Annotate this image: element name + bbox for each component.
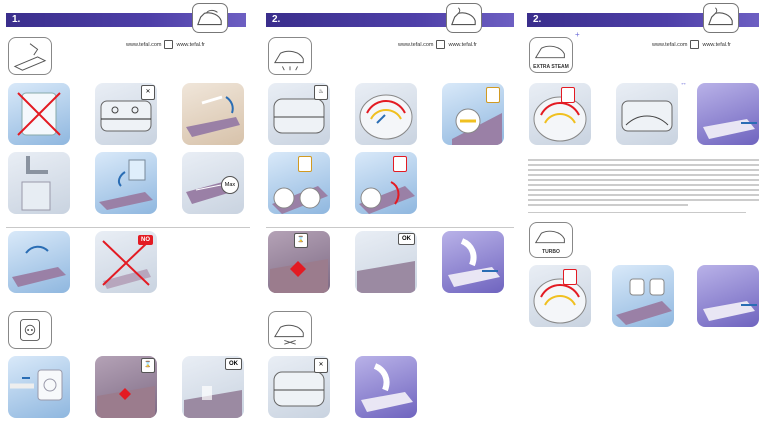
divider <box>266 227 514 228</box>
section-2: 2. www.tefal.com www.tefal.fr ♨ ⌛ OK <box>266 0 514 426</box>
thermometer-icon <box>561 87 575 103</box>
multilingual-notes <box>528 158 759 210</box>
tile-ironing <box>442 231 504 293</box>
tile-steam-dial: ♨ <box>268 83 330 145</box>
tile-no-steam-dial: ✕ <box>268 356 330 418</box>
arrows-icon: ↔ <box>680 80 687 87</box>
iron-icon <box>192 3 228 33</box>
tile-no-tap-water <box>8 83 70 145</box>
download-icon <box>436 40 445 49</box>
hourglass-badge: ⌛ <box>141 358 155 373</box>
extra-steam-label: EXTRA STEAM <box>530 64 572 70</box>
divider <box>6 227 250 228</box>
star-icon: + <box>575 30 580 39</box>
tile-temp-low <box>442 83 504 145</box>
web-link-right[interactable]: www.tefal.fr <box>448 42 476 48</box>
tile-ready: OK <box>182 356 244 418</box>
web-link-left[interactable]: www.tefal.com <box>652 42 687 48</box>
tile-temp-dial <box>355 83 417 145</box>
no-badge: NO <box>138 235 153 245</box>
max-level-badge: Max <box>221 176 239 194</box>
web-link-left[interactable]: www.tefal.com <box>398 42 433 48</box>
tile-heated-ok: OK <box>355 231 417 293</box>
tile-dry-ironing <box>355 356 417 418</box>
thermometer-icon <box>486 87 500 103</box>
web-link-right[interactable]: www.tefal.fr <box>176 42 204 48</box>
tile-light-on: ⌛ <box>95 356 157 418</box>
divider <box>528 212 746 213</box>
no-steam-badge: ✕ <box>141 85 155 100</box>
tile-turbo-button <box>612 265 674 327</box>
tile-turbo-dial <box>529 265 591 327</box>
tile-max-level: Max <box>182 152 244 214</box>
no-steam-badge: ✕ <box>314 358 328 373</box>
iron-steam-icon <box>446 3 482 33</box>
web-links: www.tefal.com www.tefal.fr <box>652 40 731 49</box>
fine-print-lines <box>528 158 759 208</box>
web-links: www.tefal.com www.tefal.fr <box>126 40 205 49</box>
hourglass-badge: ⌛ <box>294 233 308 248</box>
thermometer-icon <box>298 156 312 172</box>
tile-no-fill-upright: NO <box>95 231 157 293</box>
tile-steam-setting <box>616 83 678 145</box>
iron-steam-icon <box>703 3 739 33</box>
tile-temp-high <box>355 152 417 214</box>
section-number: 2. <box>533 14 541 25</box>
dry-iron-icon <box>268 311 312 349</box>
download-icon <box>164 40 173 49</box>
tile-open-flap <box>182 83 244 145</box>
plug-socket-icon <box>8 311 52 349</box>
download-icon <box>690 40 699 49</box>
tile-temp-medium <box>268 152 330 214</box>
turbo-label: TURBO <box>530 249 572 255</box>
tile-plug-in <box>8 356 70 418</box>
section-number: 2. <box>272 14 280 25</box>
web-link-right[interactable]: www.tefal.fr <box>702 42 730 48</box>
tile-steam-ironing <box>697 83 759 145</box>
tile-turbo-ironing <box>697 265 759 327</box>
web-links: www.tefal.com www.tefal.fr <box>398 40 477 49</box>
thermometer-icon <box>563 269 577 285</box>
thermometer-icon <box>393 156 407 172</box>
tile-fill-water <box>95 152 157 214</box>
web-link-left[interactable]: www.tefal.com <box>126 42 161 48</box>
turbo-icon: TURBO <box>529 222 573 258</box>
section-number: 1. <box>12 14 20 25</box>
ok-badge: OK <box>398 233 415 245</box>
steam-badge: ♨ <box>314 85 328 100</box>
tile-close-flap <box>8 231 70 293</box>
tile-extra-steam-dial <box>529 83 591 145</box>
tile-tap <box>8 152 70 214</box>
soleplate-icon <box>268 37 312 75</box>
extra-steam-icon: EXTRA STEAM <box>529 37 573 73</box>
tile-heating: ⌛ <box>268 231 330 293</box>
ok-badge: OK <box>225 358 242 370</box>
section-1: 1. www.tefal.com www.tefal.fr ✕ Max NO <box>6 0 246 426</box>
tile-setting-dial: ✕ <box>95 83 157 145</box>
water-fill-icon <box>8 37 52 75</box>
